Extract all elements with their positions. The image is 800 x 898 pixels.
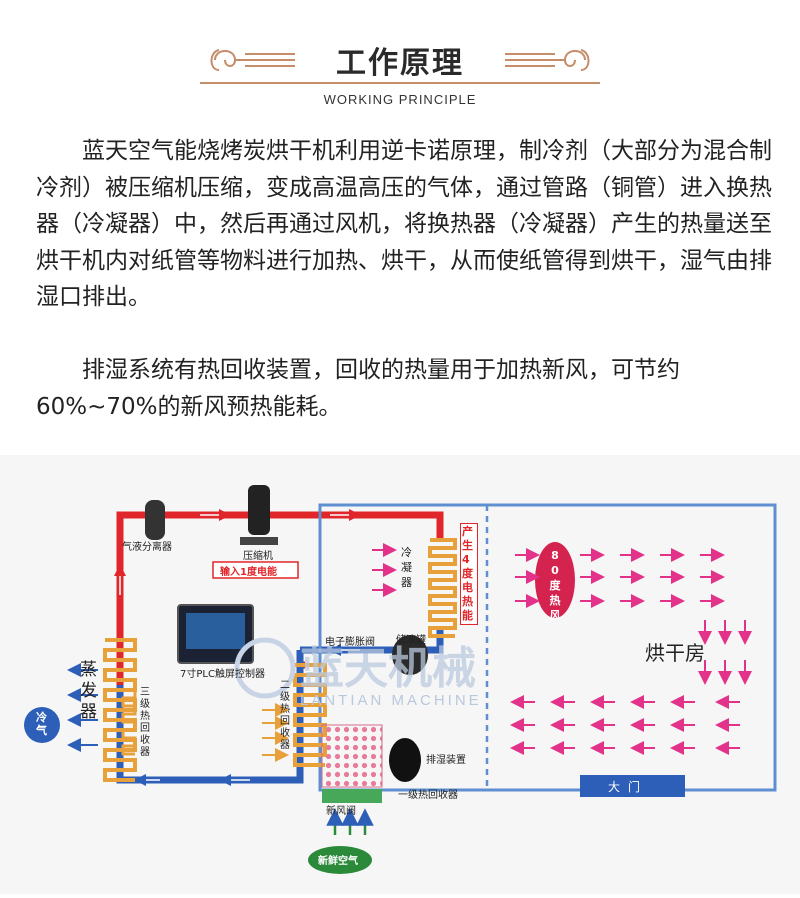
right-ornament-icon (505, 49, 590, 71)
label-condenser: 冷凝器 (401, 546, 412, 589)
diagram-canvas: 蓝天机械 LANTIAN MACHINE 气液分离器 压缩机 输入1度电能 储液… (24, 485, 777, 874)
gas-liquid-separator-icon (145, 500, 165, 540)
paragraph-principle-text: 蓝天空气能烧烤炭烘干机利用逆卡诺原理，制冷剂（大部分为混合制冷剂）被压缩机压缩，… (36, 138, 772, 310)
evaporator-coil (103, 638, 137, 782)
label-exhaust-device: 排湿装置 (426, 753, 466, 766)
cold-pipe-arrows (134, 644, 360, 786)
watermark-cn: 蓝天机械 (300, 643, 476, 694)
compressor-base (240, 537, 278, 545)
cold-air-badge (24, 707, 60, 743)
fresh-air-valve-icon (322, 789, 382, 803)
receiver-icon (392, 635, 428, 675)
watermark-en: LANTIAN MACHINE (300, 692, 482, 709)
label-cold-air: 冷气 (36, 711, 47, 737)
label-stage3-recovery: 三级热回收器 (140, 687, 150, 758)
watermark-logo-icon (234, 637, 296, 699)
compressor-icon (248, 485, 270, 535)
hot-pipe-arrows (114, 509, 361, 595)
gate-bar (580, 775, 685, 797)
label-drying-room: 烘干房 (645, 641, 705, 665)
label-stage2-recovery: 二级热回收器 (280, 680, 290, 751)
stage3-recovery-coil (121, 688, 137, 756)
fresh-air-badge (308, 846, 372, 874)
label-evaporator: 蒸发器 (80, 660, 97, 722)
label-receiver: 储液罐 (396, 633, 426, 646)
title-underline (200, 82, 600, 84)
exhaust-fan-icon (389, 738, 421, 782)
label-plc: 7寸PLC触屏控制器 (180, 667, 265, 680)
label-stage1-recovery: 一级热回收器 (398, 788, 458, 801)
label-gas-liquid-separator: 气液分离器 (122, 540, 172, 553)
fresh-air-arrows (326, 808, 374, 835)
label-compressor: 压缩机 (243, 549, 273, 562)
label-input-power: 输入1度电能 (220, 565, 277, 578)
label-fresh-air: 新鲜空气 (318, 854, 358, 867)
working-diagram: 蓝天机械 LANTIAN MACHINE 气液分离器 压缩机 输入1度电能 储液… (0, 455, 800, 894)
page-subtitle: WORKING PRINCIPLE (323, 92, 477, 107)
left-ornament-icon (210, 49, 295, 71)
unit-outline (318, 503, 777, 792)
condenser-coil (428, 538, 457, 638)
plc-display (186, 613, 245, 649)
label-fresh-air-valve: 新风阀 (326, 804, 356, 817)
hot-air-badge (535, 542, 575, 618)
input-power-box (212, 561, 299, 579)
drying-room-arrows (510, 548, 752, 755)
condenser-air-arrows (372, 543, 397, 597)
recovery-air-arrows (262, 703, 289, 762)
paragraph-principle: 蓝天空气能烧烤炭烘干机利用逆卡诺原理，制冷剂（大部分为混合制冷剂）被压缩机压缩，… (36, 133, 776, 316)
cold-air-arrows (67, 663, 98, 752)
label-hot-air: 80度热风 (549, 549, 561, 622)
paragraph-recovery: 排湿系统有热回收装置，回收的热量用于加热新风，可节约60%~70%的新风预热能耗… (36, 352, 776, 425)
label-heat-output: 产生4度电热能 (460, 523, 478, 625)
stage1-recovery-block (321, 724, 383, 788)
page-title: 工作原理 (336, 46, 464, 81)
label-gate: 大门 (608, 779, 648, 794)
header: 工作原理 WORKING PRINCIPLE (0, 0, 800, 120)
label-expansion-valve: 电子膨胀阀 (325, 635, 375, 648)
paragraph-recovery-text: 排湿系统有热回收装置，回收的热量用于加热新风，可节约60%~70%的新风预热能耗… (36, 357, 680, 420)
